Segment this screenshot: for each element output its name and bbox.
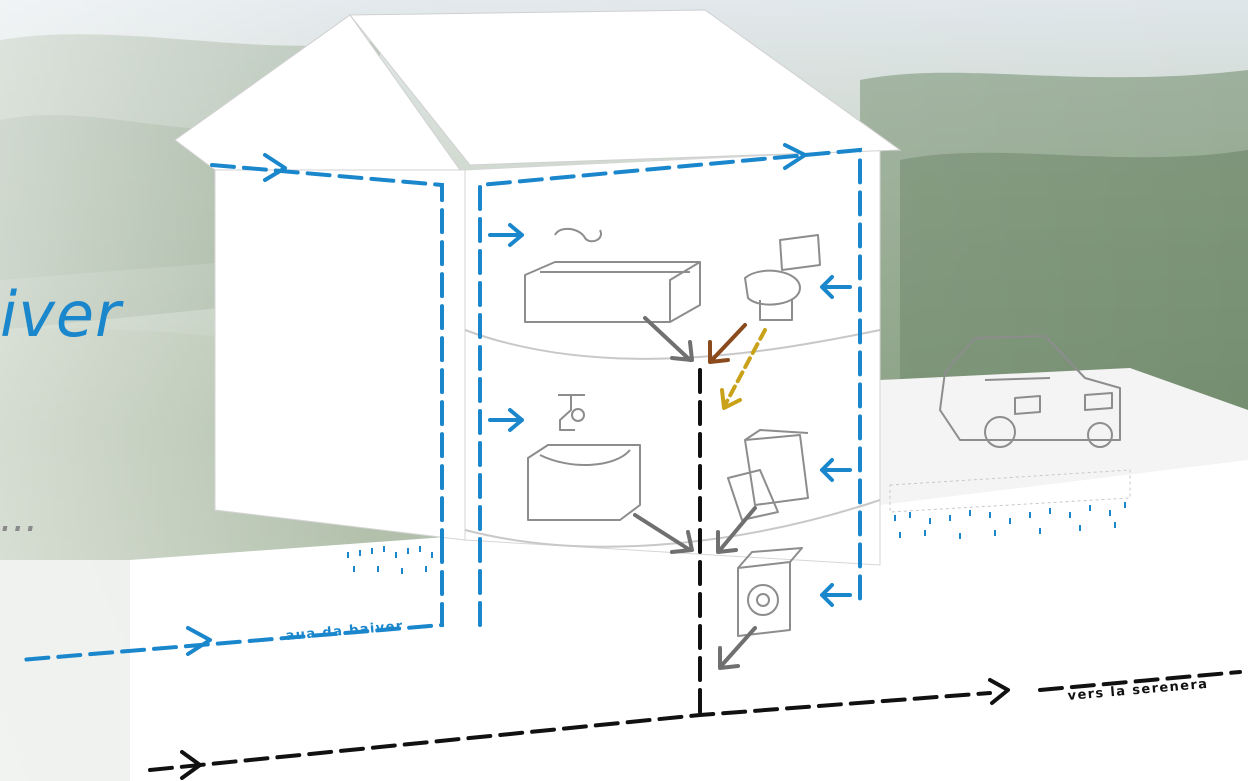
fresh-water-pipe xyxy=(18,147,862,662)
fixtures xyxy=(524,227,1121,637)
dishwasher-icon xyxy=(727,429,809,521)
waste-water-arrows xyxy=(180,678,1010,780)
subtitle-fragment: ... xyxy=(0,495,39,541)
brown-water-arrow xyxy=(708,323,747,364)
bathtub-icon xyxy=(524,261,701,323)
grey-water-arrows xyxy=(633,316,757,670)
fresh-water-arrows xyxy=(186,143,852,656)
toilet-icon xyxy=(744,234,821,321)
house xyxy=(174,9,902,566)
driveway xyxy=(880,368,1248,513)
page-title-fragment: iver xyxy=(0,278,122,351)
showerhead-icon xyxy=(554,227,602,243)
ground xyxy=(0,450,1248,781)
car-icon xyxy=(939,335,1121,448)
infiltration-marks xyxy=(347,502,1126,574)
waste-water-pipe xyxy=(148,368,1242,772)
yellow-water-arrow xyxy=(720,328,767,410)
washing-machine-icon xyxy=(737,547,803,637)
faucet-icon xyxy=(558,394,585,431)
sink-icon xyxy=(527,444,641,521)
